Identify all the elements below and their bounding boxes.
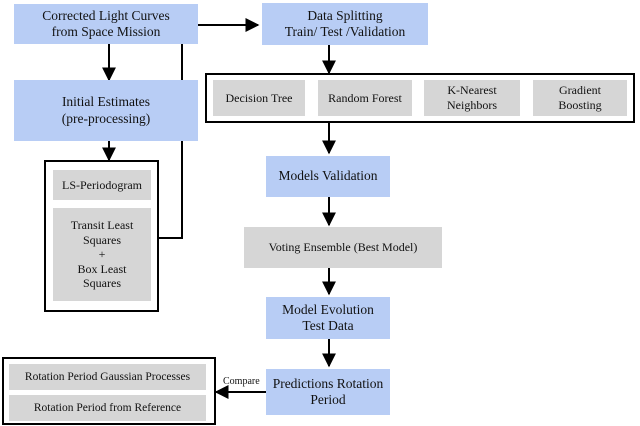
node-models-validation: Models Validation	[266, 156, 390, 197]
node-decision-tree: Decision Tree	[213, 80, 305, 116]
node-model-evolution: Model Evolution Test Data	[266, 297, 390, 339]
node-ls-periodogram: LS-Periodogram	[53, 170, 151, 200]
node-random-forest: Random Forest	[318, 80, 412, 116]
node-transit-box-least-squares: Transit Least Squares + Box Least Square…	[53, 208, 151, 301]
edge-label-compare: Compare	[223, 376, 260, 387]
node-rotation-period-gp: Rotation Period Gaussian Processes	[9, 364, 206, 390]
node-predictions-rotation-period: Predictions Rotation Period	[266, 369, 390, 415]
node-corrected-light-curves: Corrected Light Curves from Space Missio…	[14, 4, 198, 44]
node-data-splitting: Data Splitting Train/ Test /Validation	[262, 3, 428, 45]
node-initial-estimates: Initial Estimates (pre-processing)	[14, 80, 198, 141]
node-rotation-period-reference: Rotation Period from Reference	[9, 395, 206, 421]
node-gradient-boosting: Gradient Boosting	[533, 80, 627, 116]
node-voting-ensemble: Voting Ensemble (Best Model)	[244, 227, 442, 268]
node-k-nearest-neighbors: K-Nearest Neighbors	[424, 80, 520, 116]
